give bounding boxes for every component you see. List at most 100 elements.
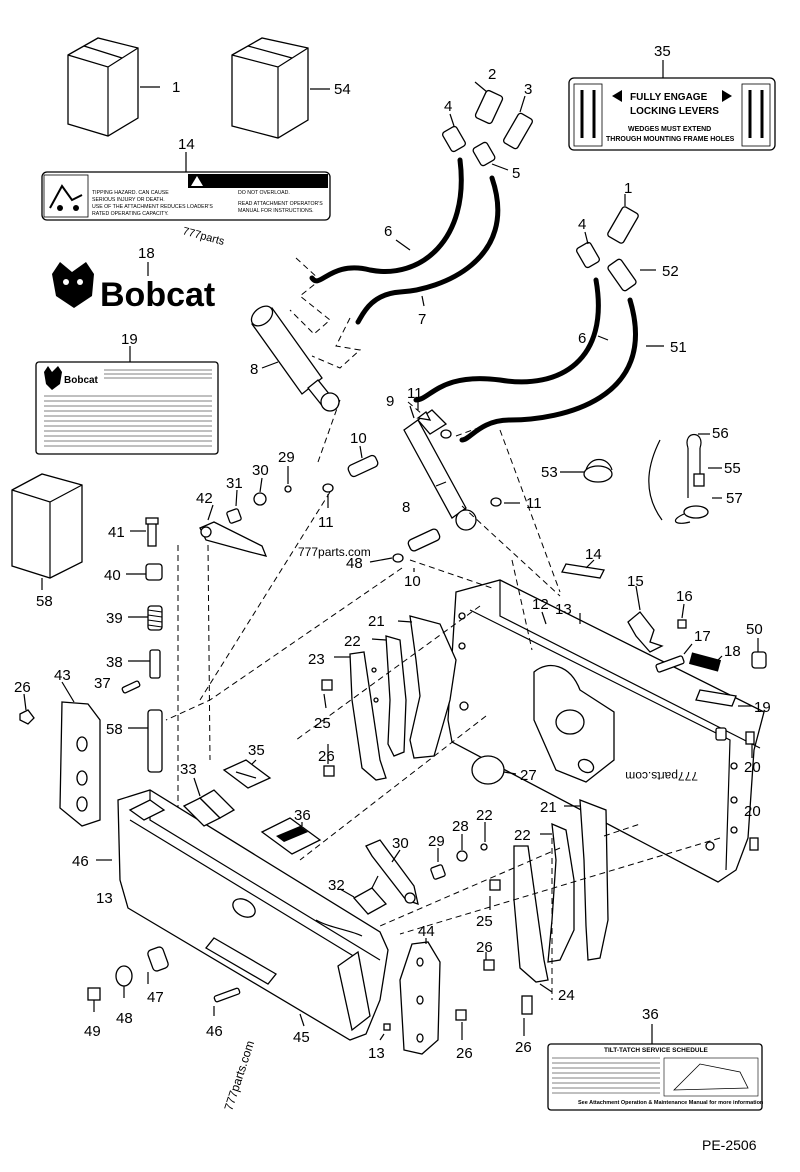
callout-label: 20 [744, 759, 761, 776]
hose-assembly-top [289, 89, 533, 369]
o-ring-27 [471, 755, 517, 785]
callout-label: 25 [476, 913, 493, 930]
callout-label: 29 [278, 449, 295, 466]
callout-label: 54 [334, 81, 351, 98]
warning-text-line: SERIOUS INJURY OR DEATH. [92, 197, 165, 203]
callout-label: 45 [293, 1029, 310, 1046]
callout-label: 9 [386, 393, 394, 410]
callout-label: 18 [724, 643, 741, 660]
decal-text: THROUGH MOUNTING FRAME HOLES [606, 136, 735, 143]
callout-label: 26 [14, 679, 31, 696]
decal-text: LOCKING LEVERS [630, 106, 719, 117]
callout-label: 36 [642, 1006, 659, 1023]
bolt-13-lower [379, 1023, 391, 1041]
patent-decal: Bobcat [35, 346, 219, 455]
callout-label: 41 [108, 524, 125, 541]
callout-label: 35 [654, 43, 671, 60]
callout-label: 11 [318, 514, 334, 531]
callout-label: 10 [404, 573, 421, 590]
callout-label: 22 [514, 827, 531, 844]
callout-label: 48 [116, 1010, 133, 1027]
watermark: 777parts.com [298, 545, 371, 559]
bushing-47 [147, 946, 169, 984]
warning-text-line: TIPPING HAZARD. CAN CAUSE [92, 190, 169, 196]
callout-label: 14 [178, 136, 195, 153]
callout-label: 48 [346, 555, 363, 572]
warning-text-line: RATED OPERATING CAPACITY. [92, 211, 169, 217]
side-plate-right [399, 938, 441, 1055]
callout-label: 22 [344, 633, 361, 650]
warning-text-line: DO NOT OVERLOAD. [238, 190, 290, 196]
callout-label: 13 [555, 601, 572, 618]
service-decal-small [260, 817, 322, 855]
callout-label: 49 [84, 1023, 101, 1040]
patent-brand: Bobcat [64, 375, 99, 386]
attachment-mounting-plate [447, 579, 765, 883]
locking-lever-decal: FULLY ENGAGE LOCKING LEVERS WEDGES MUST … [568, 60, 776, 151]
callout-label: 58 [106, 721, 123, 738]
callout-label: 42 [196, 490, 213, 507]
schedule-title: TILT-TATCH SERVICE SCHEDULE [604, 1047, 709, 1054]
watermark: 777parts.com [625, 769, 698, 783]
callout-label: 40 [104, 567, 121, 584]
callout-label: 26 [476, 939, 493, 956]
callout-label: 12 [532, 596, 549, 613]
callout-label: 20 [744, 803, 761, 820]
callout-label: 21 [540, 799, 557, 816]
callout-label: 13 [368, 1045, 385, 1062]
callout-label: 55 [724, 460, 741, 477]
warning-text-line: MANUAL FOR INSTRUCTIONS. [238, 208, 314, 214]
callout-label: 33 [180, 761, 197, 778]
pin-hardware-kit [560, 433, 709, 524]
callout-label: 51 [670, 339, 687, 356]
callout-label: 4 [578, 216, 586, 233]
bolt-17 [655, 643, 693, 673]
bolt-26-lower [455, 1009, 467, 1040]
callout-label: 13 [96, 890, 113, 907]
callout-label: 57 [726, 490, 743, 507]
wedge-set-lower [483, 799, 609, 1036]
callout-label: 46 [206, 1023, 223, 1040]
callout-label: 6 [578, 330, 586, 347]
watermark: 777parts.com [221, 1039, 257, 1112]
lever-decal-small [222, 759, 272, 789]
callout-label: 8 [402, 499, 410, 516]
callout-label: 16 [676, 588, 693, 605]
callout-label: 23 [308, 651, 325, 668]
callout-label: 37 [94, 675, 111, 692]
tilt-cylinder-center [322, 409, 502, 563]
schedule-footer: See Attachment Operation & Maintenance M… [578, 1100, 764, 1106]
mounting-frame-left [117, 789, 389, 1041]
side-plate-left [19, 681, 101, 827]
callout-label: 30 [252, 462, 269, 479]
callout-label: 43 [54, 667, 71, 684]
nut-49 [87, 987, 101, 1012]
decal-18-small [688, 652, 723, 672]
bolt-16 [677, 603, 687, 629]
callout-label: 5 [512, 165, 520, 182]
bolt-46-lower [213, 987, 241, 1016]
callout-label: 24 [558, 987, 575, 1004]
callout-label: 26 [456, 1045, 473, 1062]
decal-15 [627, 585, 664, 653]
callout-label: 25 [314, 715, 331, 732]
callout-label: 39 [106, 610, 123, 627]
callout-label: 38 [106, 654, 123, 671]
callout-label: 17 [694, 628, 711, 645]
assembly-lines [165, 399, 721, 935]
callout-label: 8 [250, 361, 258, 378]
callout-label: 47 [147, 989, 164, 1006]
warning-title: WARNING [206, 174, 269, 189]
callout-label: 46 [72, 853, 89, 870]
callout-label: 1 [624, 180, 632, 197]
callout-label: 2 [488, 66, 496, 83]
bolts-20 [745, 731, 759, 851]
callout-label: 10 [350, 430, 367, 447]
callout-label: 28 [452, 818, 469, 835]
callout-label: 32 [328, 877, 345, 894]
callout-label: 58 [36, 593, 53, 610]
callout-label: 31 [226, 475, 243, 492]
tilt-cylinder-left [250, 305, 340, 412]
right-lever-assembly [352, 839, 488, 915]
